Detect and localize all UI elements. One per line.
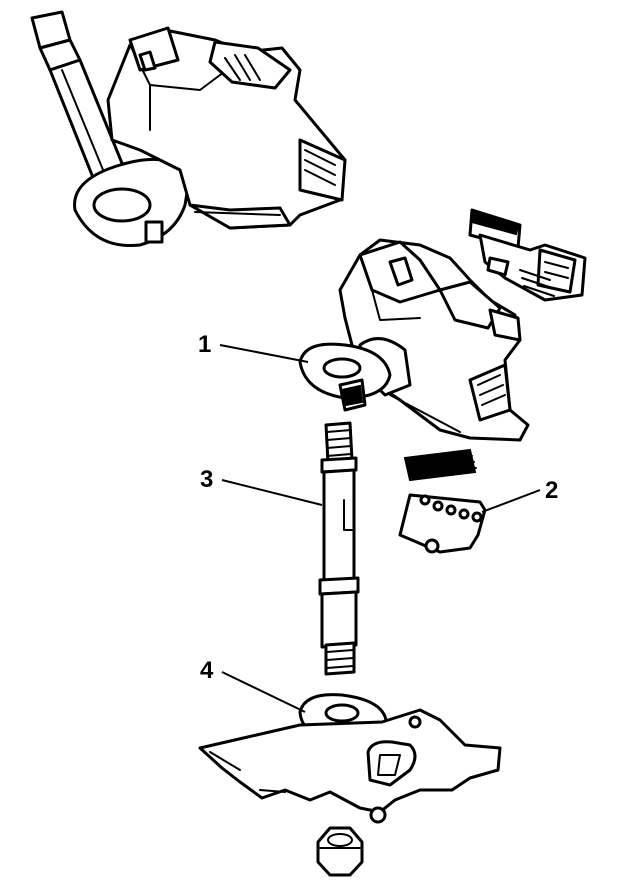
assembled-switch	[30, 10, 347, 248]
callout-2-leader	[481, 489, 541, 513]
callout-4: 4	[200, 657, 214, 684]
part-2-contact-plate	[398, 448, 487, 554]
callout-1-leader	[219, 344, 309, 363]
part-3-shaft	[318, 421, 360, 676]
callout-3-leader	[221, 479, 323, 506]
callout-3: 3	[200, 466, 213, 493]
hex-nut	[316, 826, 364, 877]
switch-housing	[338, 238, 530, 442]
callout-4-leader	[221, 671, 306, 713]
callout-1: 1	[198, 331, 211, 358]
detent-lever-plate	[198, 708, 502, 824]
callout-2: 2	[545, 477, 558, 504]
connector-piece	[468, 208, 587, 302]
part-1-washer	[298, 342, 392, 412]
